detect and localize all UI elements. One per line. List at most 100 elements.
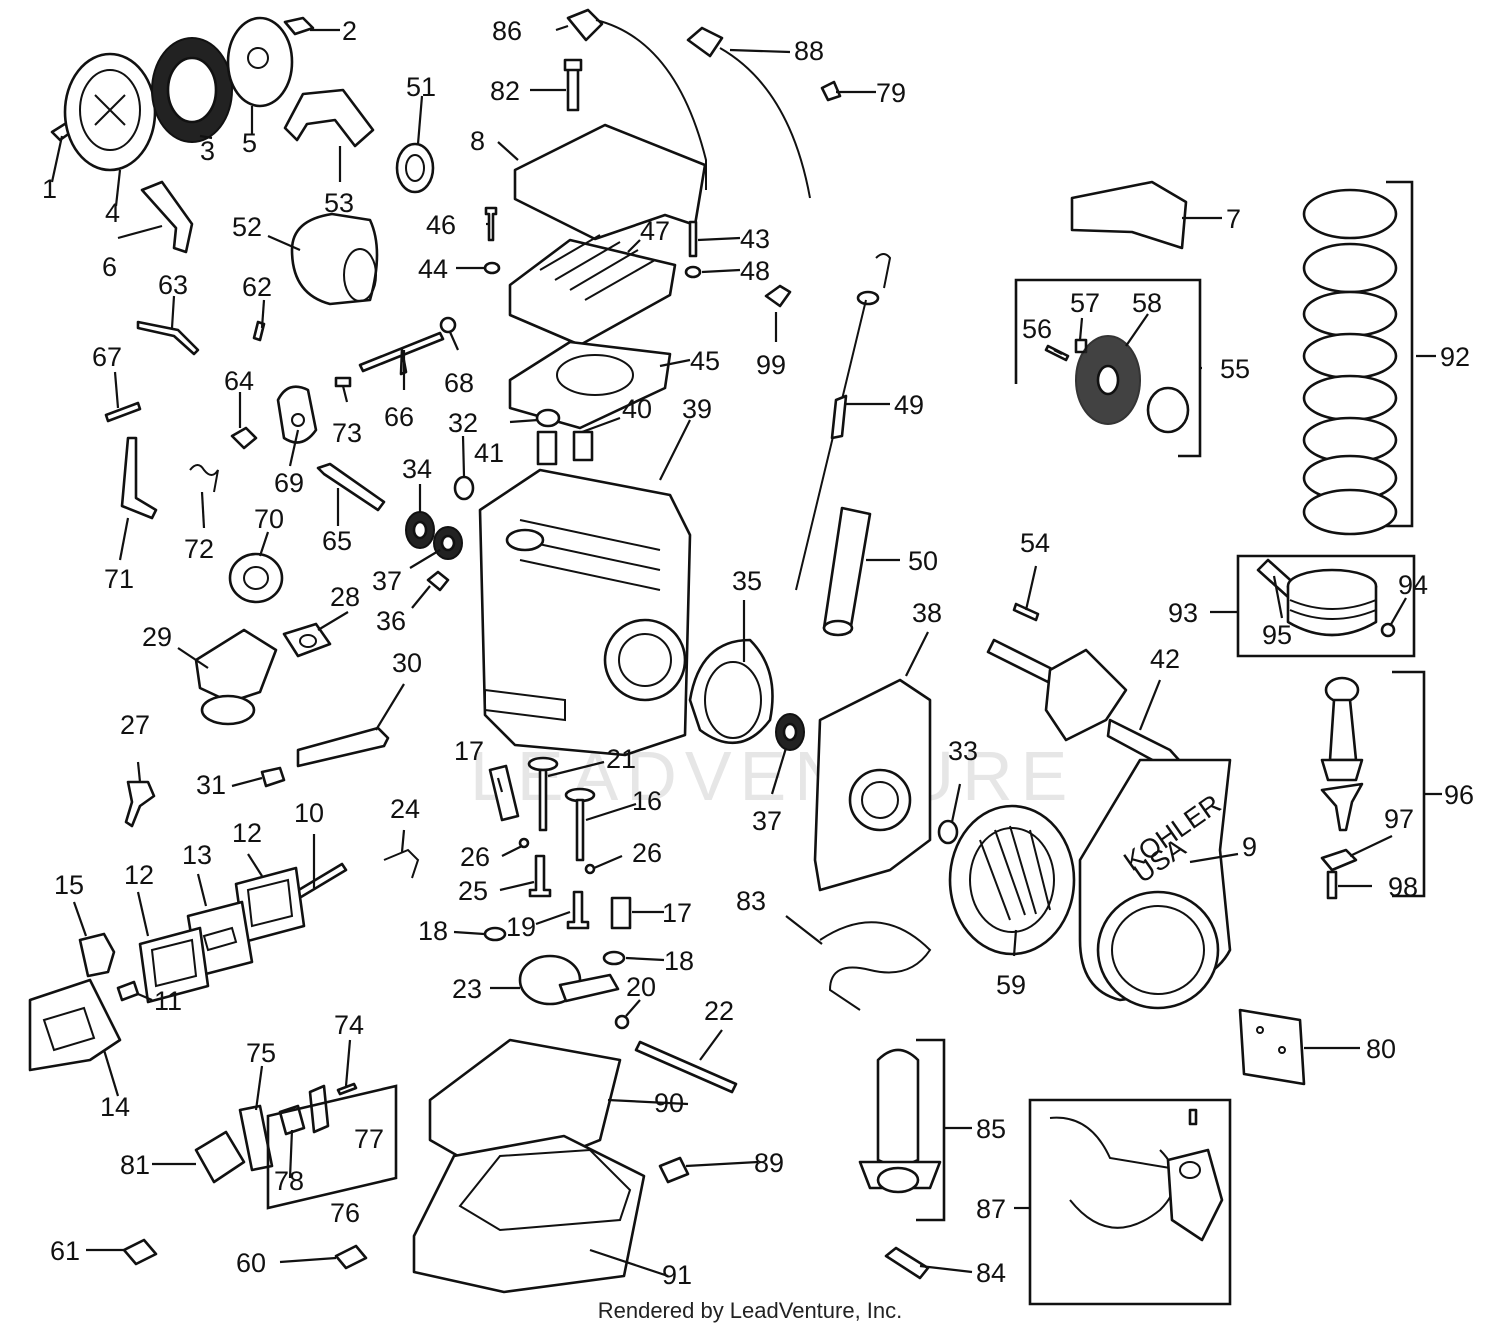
- part-96[interactable]: [1320, 676, 1364, 832]
- callout-26-left[interactable]: 26: [460, 842, 490, 872]
- part-45[interactable]: [508, 340, 672, 430]
- part-26-left[interactable]: [518, 837, 530, 849]
- callout-5[interactable]: 5: [242, 128, 257, 158]
- part-68[interactable]: [439, 316, 457, 334]
- part-16[interactable]: [564, 787, 596, 862]
- callout-59[interactable]: 59: [996, 970, 1026, 1000]
- callout-83[interactable]: 83: [736, 886, 766, 916]
- callout-97[interactable]: 97: [1384, 804, 1414, 834]
- callout-85[interactable]: 85: [976, 1114, 1006, 1144]
- callout-19[interactable]: 19: [506, 912, 536, 942]
- callout-43[interactable]: 43: [740, 224, 770, 254]
- callout-72[interactable]: 72: [184, 534, 214, 564]
- part-34[interactable]: [405, 511, 435, 549]
- callout-74[interactable]: 74: [334, 1010, 364, 1040]
- callout-38[interactable]: 38: [912, 598, 942, 628]
- callout-94[interactable]: 94: [1398, 570, 1428, 600]
- callout-36[interactable]: 36: [376, 606, 406, 636]
- callout-39[interactable]: 39: [682, 394, 712, 424]
- callout-27[interactable]: 27: [120, 710, 150, 740]
- callout-52[interactable]: 52: [232, 212, 262, 242]
- callout-64[interactable]: 64: [224, 366, 254, 396]
- part-40[interactable]: [536, 430, 594, 466]
- callout-48[interactable]: 48: [740, 256, 770, 286]
- part-21[interactable]: [527, 756, 559, 832]
- part-37-left[interactable]: [433, 526, 463, 560]
- callout-46[interactable]: 46: [426, 210, 456, 240]
- callout-37-left[interactable]: 37: [372, 566, 402, 596]
- part-72[interactable]: [189, 464, 219, 493]
- part-87[interactable]: [1049, 1108, 1224, 1242]
- part-43[interactable]: [688, 220, 698, 258]
- callout-9[interactable]: 9: [1242, 832, 1257, 862]
- callout-11[interactable]: 11: [154, 986, 182, 1016]
- part-31[interactable]: [260, 766, 286, 788]
- callout-49[interactable]: 49: [894, 390, 924, 420]
- callout-62[interactable]: 62: [242, 272, 272, 302]
- part-23[interactable]: [518, 954, 620, 1006]
- callout-77[interactable]: 77: [354, 1124, 384, 1154]
- callout-88[interactable]: 88: [794, 36, 824, 66]
- callout-99[interactable]: 99: [756, 350, 786, 380]
- callout-90[interactable]: 90: [654, 1088, 684, 1118]
- part-36[interactable]: [426, 570, 450, 592]
- callout-67[interactable]: 67: [92, 342, 122, 372]
- part-28[interactable]: [282, 622, 332, 658]
- part-97[interactable]: [1320, 848, 1358, 872]
- callout-87[interactable]: 87: [976, 1194, 1006, 1224]
- part-91[interactable]: [412, 1134, 646, 1294]
- part-33[interactable]: [937, 819, 959, 845]
- part-94[interactable]: [1380, 622, 1396, 638]
- part-70[interactable]: [228, 552, 284, 604]
- part-17-upper[interactable]: [488, 764, 520, 822]
- callout-14[interactable]: 14: [100, 1092, 130, 1122]
- callout-89[interactable]: 89: [754, 1148, 784, 1178]
- part-77[interactable]: [308, 1084, 330, 1134]
- callout-23[interactable]: 23: [452, 974, 482, 1004]
- part-99[interactable]: [764, 284, 792, 308]
- part-39[interactable]: [478, 468, 692, 757]
- callout-73[interactable]: 73: [332, 418, 362, 448]
- part-85[interactable]: [858, 1048, 942, 1194]
- part-71[interactable]: [120, 436, 158, 520]
- part-93[interactable]: [1286, 568, 1378, 637]
- callout-24[interactable]: 24: [390, 794, 420, 824]
- part-84[interactable]: [884, 1246, 930, 1280]
- part-64[interactable]: [230, 426, 258, 450]
- callout-60[interactable]: 60: [236, 1248, 266, 1278]
- part-19[interactable]: [566, 890, 590, 930]
- callout-40[interactable]: 40: [622, 394, 652, 424]
- callout-30[interactable]: 30: [392, 648, 422, 678]
- callout-56[interactable]: 56: [1022, 314, 1052, 344]
- part-49[interactable]: [795, 253, 892, 591]
- callout-29[interactable]: 29: [142, 622, 172, 652]
- part-6[interactable]: [140, 180, 194, 254]
- part-89[interactable]: [658, 1156, 690, 1184]
- part-15[interactable]: [78, 932, 116, 978]
- part-22[interactable]: [634, 1040, 738, 1094]
- part-20[interactable]: [614, 1014, 630, 1030]
- callout-12-right[interactable]: 12: [232, 818, 262, 848]
- part-50[interactable]: [822, 506, 872, 637]
- part-32[interactable]: [453, 475, 475, 501]
- part-26-right[interactable]: [584, 863, 596, 875]
- callout-8[interactable]: 8: [470, 126, 485, 156]
- part-25[interactable]: [528, 854, 552, 898]
- callout-80[interactable]: 80: [1366, 1034, 1396, 1064]
- part-9[interactable]: KOHLER USA: [1078, 758, 1232, 1010]
- part-67[interactable]: [104, 401, 142, 423]
- part-79[interactable]: [820, 80, 842, 102]
- part-44[interactable]: [483, 261, 501, 275]
- callout-57[interactable]: 57: [1070, 288, 1100, 318]
- callout-20[interactable]: 20: [626, 972, 656, 1002]
- callout-31[interactable]: 31: [196, 770, 226, 800]
- callout-37-right[interactable]: 37: [752, 806, 782, 836]
- callout-93[interactable]: 93: [1168, 598, 1198, 628]
- callout-1[interactable]: 1: [42, 174, 57, 204]
- part-63[interactable]: [136, 320, 200, 356]
- callout-75[interactable]: 75: [246, 1038, 276, 1068]
- callout-63[interactable]: 63: [158, 270, 188, 300]
- callout-82[interactable]: 82: [490, 76, 520, 106]
- callout-92[interactable]: 92: [1440, 342, 1470, 372]
- part-73[interactable]: [334, 376, 352, 388]
